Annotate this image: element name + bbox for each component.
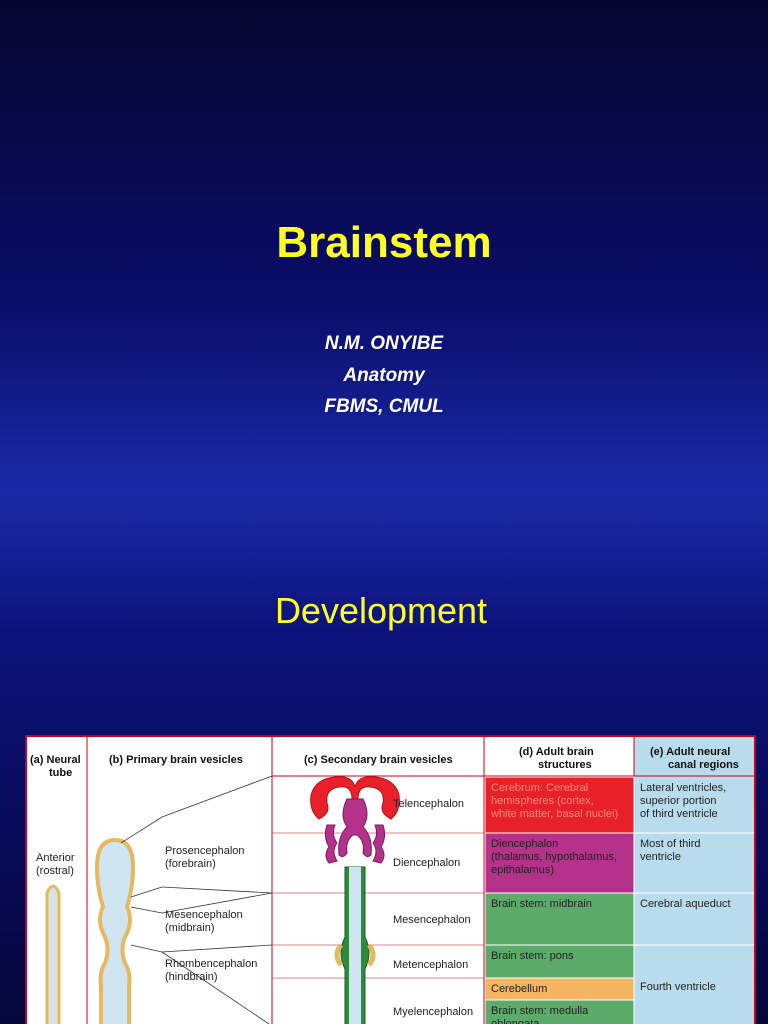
prosencephalon-leader-bottom xyxy=(130,886,163,898)
rhombencephalon-leader xyxy=(130,944,163,953)
adult-structure-text: (thalamus, hypothalamus, xyxy=(491,851,617,863)
primary-2-line1: Mesencephalon xyxy=(165,909,243,921)
adult-structure-cell xyxy=(484,999,635,1024)
connector-5 xyxy=(161,951,270,1024)
diencephalon-left-lobe xyxy=(324,824,338,864)
neural-tube-inner xyxy=(49,891,57,1024)
header-e-line1: (e) Adult neural xyxy=(650,746,730,758)
connector-4 xyxy=(161,944,273,953)
secondary-3: Mesencephalon xyxy=(393,914,471,926)
secondary-1: Telencephalon xyxy=(393,798,464,810)
canal-region-text: Most of third xyxy=(640,838,701,850)
header-d-line1: (d) Adult brain xyxy=(519,746,594,758)
canal-region-text: Cerebral aqueduct xyxy=(640,898,731,910)
central-canal xyxy=(349,867,361,1024)
canal-region-text: ventricle xyxy=(640,851,681,863)
canal-region-text: Lateral ventricles, xyxy=(640,782,726,794)
institution: FBMS, CMUL xyxy=(324,396,444,417)
adult-structure-text: Cerebrum: Cerebral xyxy=(491,782,588,794)
primary-vesicles-shape xyxy=(94,837,136,1024)
diencephalon-shape xyxy=(338,798,372,858)
secondary-4: Metencephalon xyxy=(393,959,468,971)
slide-title: Brainstem xyxy=(276,218,492,267)
neural-tube-shape xyxy=(45,884,61,1024)
metencephalon-right xyxy=(366,943,376,967)
secondary-5: Myelencephalon xyxy=(393,1006,473,1018)
primary-3-line1: Rhombencephalon xyxy=(165,958,257,970)
primary-3-line2: (hindbrain) xyxy=(165,971,218,983)
adult-structure-text: hemispheres (cortex, xyxy=(491,795,594,807)
neural-tube-label-line2: (rostral) xyxy=(36,865,74,877)
header-a-line1: (a) Neural xyxy=(30,754,81,766)
adult-structure-text: Diencephalon xyxy=(491,838,558,850)
header-d-line2: structures xyxy=(538,759,592,771)
canal-region-text: superior portion xyxy=(640,795,716,807)
primary-1-line1: Prosencephalon xyxy=(165,845,245,857)
adult-structure-text: Brain stem: medulla xyxy=(491,1005,589,1017)
primary-1-line2: (forebrain) xyxy=(165,858,216,870)
diencephalon-right-lobe xyxy=(372,824,386,864)
adult-structure-text: white matter, basal nuclei) xyxy=(490,808,618,820)
mesencephalon-leader xyxy=(130,906,163,914)
neural-tube-label-line1: Anterior xyxy=(36,852,75,864)
header-c: (c) Secondary brain vesicles xyxy=(304,754,453,766)
section-heading: Development xyxy=(274,590,488,631)
canal-region-text: Fourth ventricle xyxy=(640,981,716,993)
adult-structure-cell xyxy=(484,832,635,894)
neural-tube-drawing: Anterior (rostral) xyxy=(36,852,75,1024)
department: Anatomy xyxy=(343,365,425,386)
connector-1 xyxy=(161,775,273,818)
header-e-line2: canal regions xyxy=(668,759,739,771)
adult-structure-cell xyxy=(484,776,635,834)
header-b: (b) Primary brain vesicles xyxy=(109,754,243,766)
telencephalon-shape xyxy=(310,776,400,820)
connector-2 xyxy=(161,886,273,894)
author-name: N.M. ONYIBE xyxy=(324,333,444,354)
canal-region-text: of third ventricle xyxy=(640,808,718,820)
adult-structure-text: oblongata xyxy=(491,1018,540,1024)
adult-structure-cell xyxy=(484,892,635,946)
header-a-line2: tube xyxy=(49,767,72,779)
adult-structure-text: Brain stem: pons xyxy=(491,950,574,962)
primary-vesicles-drawing: Prosencephalon (forebrain) Mesencephalon… xyxy=(94,775,273,1024)
prosencephalon-leader-top xyxy=(120,816,163,844)
canal-column-background xyxy=(634,737,754,1024)
adult-structure-text: Cerebellum xyxy=(491,983,547,995)
brain-development-figure: (a) Neural tube (b) Primary brain vesicl… xyxy=(25,735,756,1024)
secondary-2: Diencephalon xyxy=(393,857,460,869)
figure-diagram: (a) Neural tube (b) Primary brain vesicl… xyxy=(30,737,754,1024)
adult-structure-text: epithalamus) xyxy=(491,864,554,876)
adult-structure-text: Brain stem: midbrain xyxy=(491,898,592,910)
adult-structure-cell xyxy=(484,944,635,979)
secondary-vesicles-drawing: Telencephalon Diencephalon Mesencephalon… xyxy=(310,776,473,1024)
metencephalon-left xyxy=(334,943,344,967)
primary-2-line2: (midbrain) xyxy=(165,922,215,934)
connector-3 xyxy=(161,892,273,914)
